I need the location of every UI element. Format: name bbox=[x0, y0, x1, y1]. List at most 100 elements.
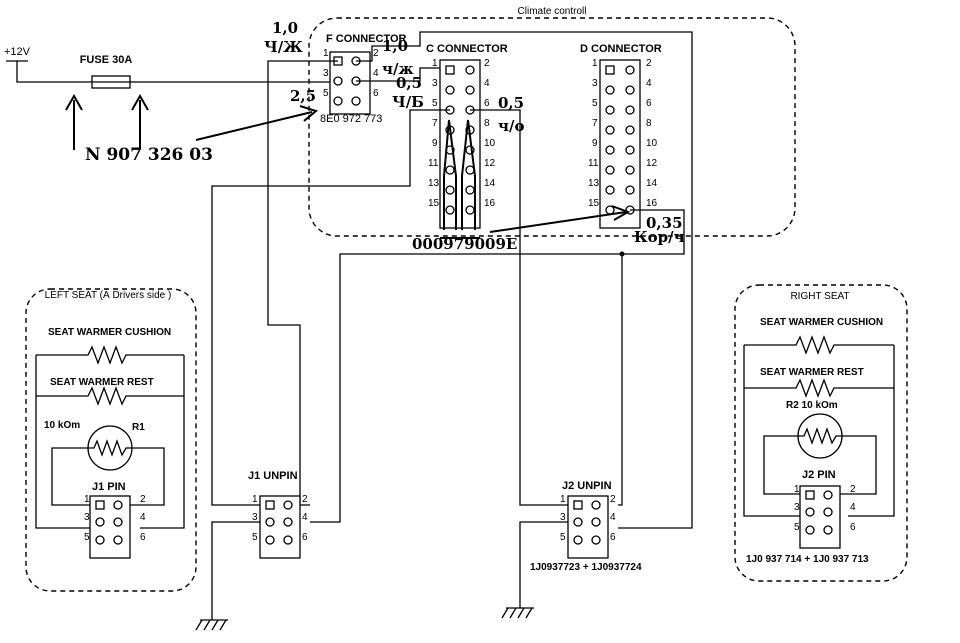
svg-text:6: 6 bbox=[140, 532, 146, 543]
svg-text:5: 5 bbox=[323, 88, 329, 99]
ground-symbol-left bbox=[195, 619, 228, 631]
svg-text:4: 4 bbox=[610, 512, 616, 523]
svg-text:8: 8 bbox=[646, 118, 652, 129]
svg-text:3: 3 bbox=[84, 512, 90, 523]
j2-unpin-part: 1J0937723 + 1J0937724 bbox=[530, 562, 642, 573]
svg-text:3: 3 bbox=[794, 502, 800, 513]
svg-text:2: 2 bbox=[302, 494, 308, 505]
j1-pin-title: J1 PIN bbox=[92, 481, 126, 493]
right-cushion-resistor bbox=[744, 335, 894, 355]
left-seat-title: LEFT SEAT (À Drivers side ) bbox=[45, 288, 172, 301]
d-connector-body bbox=[599, 59, 641, 229]
c-to-d-pointer-arrow bbox=[489, 211, 627, 233]
svg-text:R1: R1 bbox=[132, 422, 145, 433]
svg-text:5: 5 bbox=[252, 532, 258, 543]
j2-pin-title: J2 PIN bbox=[802, 469, 836, 481]
right-seat-region bbox=[734, 284, 908, 582]
svg-text:0,5: 0,5 bbox=[396, 74, 422, 92]
svg-text:6: 6 bbox=[484, 98, 490, 109]
svg-text:6: 6 bbox=[302, 532, 308, 543]
right-seat-title: RIGHT SEAT bbox=[790, 291, 849, 302]
svg-text:1: 1 bbox=[794, 484, 800, 495]
svg-text:3: 3 bbox=[252, 512, 258, 523]
svg-text:2: 2 bbox=[484, 58, 490, 69]
svg-text:16: 16 bbox=[484, 198, 496, 209]
svg-text:10 kOm: 10 kOm bbox=[44, 420, 80, 431]
svg-text:5: 5 bbox=[794, 522, 800, 533]
d-connector-title: D CONNECTOR bbox=[580, 43, 662, 55]
svg-text:5: 5 bbox=[592, 98, 598, 109]
ground-symbol-right bbox=[501, 607, 534, 619]
svg-text:6: 6 bbox=[850, 522, 856, 533]
svg-text:9: 9 bbox=[592, 138, 598, 149]
svg-text:2: 2 bbox=[646, 58, 652, 69]
svg-text:1: 1 bbox=[252, 494, 258, 505]
svg-text:4: 4 bbox=[140, 512, 146, 523]
j2-pin-part: 1J0 937 714 + 1J0 937 713 bbox=[746, 554, 869, 565]
left-rest-resistor bbox=[36, 386, 184, 406]
svg-text:1: 1 bbox=[560, 494, 566, 505]
svg-text:R2 10 kOm: R2 10 kOm bbox=[786, 400, 838, 411]
svg-text:1: 1 bbox=[84, 494, 90, 505]
climate-control-region bbox=[308, 17, 796, 237]
svg-text:13: 13 bbox=[428, 178, 440, 189]
svg-text:5: 5 bbox=[432, 98, 438, 109]
j1-unpin-title: J1 UNPIN bbox=[248, 470, 298, 482]
j2-unpin-title: J2 UNPIN bbox=[562, 480, 612, 492]
svg-text:6: 6 bbox=[610, 532, 616, 543]
fuse-part-number: N 907 326 03 bbox=[85, 145, 213, 165]
svg-text:12: 12 bbox=[484, 158, 496, 169]
svg-text:4: 4 bbox=[850, 502, 856, 513]
svg-text:Ч/Ж: Ч/Ж bbox=[264, 38, 303, 56]
svg-text:13: 13 bbox=[588, 178, 600, 189]
left-cushion-label: SEAT WARMER CUSHION bbox=[48, 327, 171, 338]
fuse-pointer-arrow bbox=[195, 111, 313, 141]
left-cushion-resistor bbox=[36, 345, 184, 365]
left-rest-label: SEAT WARMER REST bbox=[50, 377, 154, 388]
svg-text:9: 9 bbox=[432, 138, 438, 149]
supply-wire bbox=[6, 60, 92, 83]
svg-text:1: 1 bbox=[432, 58, 438, 69]
svg-text:11: 11 bbox=[588, 158, 599, 169]
svg-text:15: 15 bbox=[428, 198, 440, 209]
svg-text:4: 4 bbox=[302, 512, 308, 523]
svg-text:2: 2 bbox=[850, 484, 856, 495]
svg-text:3: 3 bbox=[432, 78, 438, 89]
svg-text:4: 4 bbox=[484, 78, 490, 89]
c-connector-title: C CONNECTOR bbox=[426, 43, 508, 55]
svg-text:5: 5 bbox=[560, 532, 566, 543]
svg-text:10: 10 bbox=[646, 138, 658, 149]
climate-control-label: Climate controll bbox=[518, 6, 587, 17]
svg-text:15: 15 bbox=[588, 198, 600, 209]
svg-text:1: 1 bbox=[323, 48, 329, 59]
svg-text:4: 4 bbox=[373, 68, 379, 79]
svg-text:14: 14 bbox=[646, 178, 658, 189]
svg-text:ч/ж: ч/ж bbox=[382, 60, 414, 78]
fuse-label: FUSE 30A bbox=[80, 54, 133, 66]
svg-text:4: 4 bbox=[646, 78, 652, 89]
svg-text:2: 2 bbox=[610, 494, 616, 505]
svg-text:16: 16 bbox=[646, 198, 658, 209]
right-rest-label: SEAT WARMER REST bbox=[760, 367, 864, 378]
svg-text:2,5: 2,5 bbox=[290, 87, 316, 105]
svg-text:Ч/Б: Ч/Б bbox=[392, 93, 424, 111]
svg-text:10: 10 bbox=[484, 138, 496, 149]
right-rest-resistor bbox=[744, 378, 894, 398]
right-cushion-label: SEAT WARMER CUSHION bbox=[760, 317, 883, 328]
c-connector-part: 000979009E bbox=[412, 235, 517, 253]
svg-text:8: 8 bbox=[484, 118, 490, 129]
svg-text:2: 2 bbox=[373, 48, 379, 59]
svg-text:11: 11 bbox=[428, 158, 439, 169]
svg-text:3: 3 bbox=[560, 512, 566, 523]
svg-text:2: 2 bbox=[140, 494, 146, 505]
supply-label: +12V bbox=[4, 46, 31, 58]
svg-text:5: 5 bbox=[84, 532, 90, 543]
svg-text:14: 14 bbox=[484, 178, 496, 189]
svg-text:1,0: 1,0 bbox=[272, 19, 298, 37]
svg-text:7: 7 bbox=[432, 118, 438, 129]
svg-text:0,35: 0,35 bbox=[646, 214, 683, 232]
svg-text:0,5: 0,5 bbox=[498, 94, 524, 112]
svg-text:7: 7 bbox=[592, 118, 598, 129]
svg-text:12: 12 bbox=[646, 158, 658, 169]
